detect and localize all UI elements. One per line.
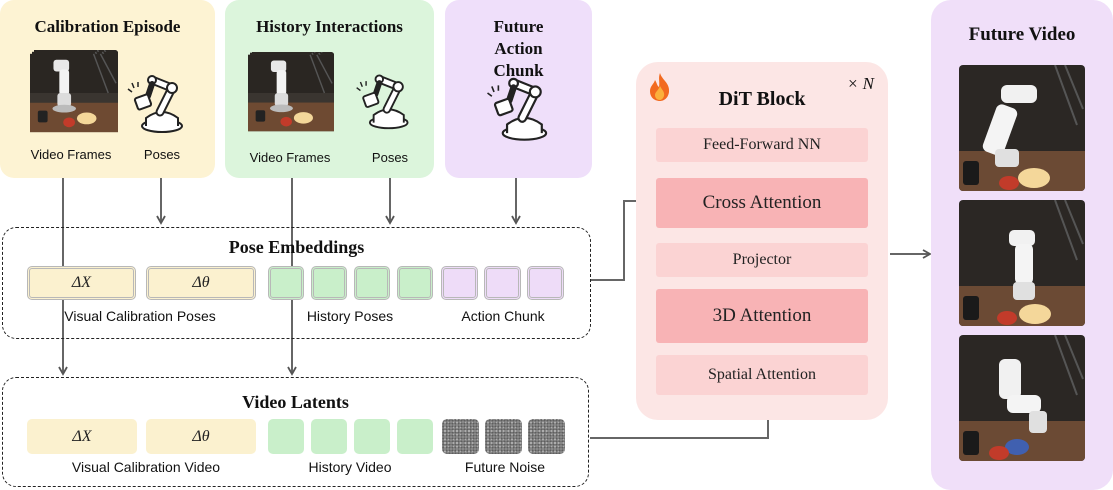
pose-embeddings-title: Pose Embeddings bbox=[228, 237, 365, 257]
history-pose-token bbox=[268, 266, 304, 300]
robot-arm-icon bbox=[481, 68, 557, 144]
video-latents-box: Video Latents bbox=[2, 377, 589, 487]
history-interactions-title: History Interactions bbox=[256, 17, 403, 36]
noise-token bbox=[485, 419, 522, 454]
history-video-token bbox=[268, 419, 304, 454]
calibration-video-token: ΔX bbox=[27, 419, 137, 454]
3d-attention-layer: 3D Attention bbox=[656, 289, 868, 343]
future-action-chunk-panel: Future Action Chunk bbox=[445, 0, 592, 178]
calibration-pose-token: ΔX bbox=[27, 266, 136, 300]
future-noise-label: Future Noise bbox=[464, 459, 546, 475]
calibration-video-token: Δθ bbox=[146, 419, 256, 454]
robot-arm-icon bbox=[351, 66, 417, 132]
noise-token bbox=[442, 419, 479, 454]
future-video-frame bbox=[959, 200, 1085, 326]
action-chunk-token bbox=[441, 266, 478, 300]
history-interactions-panel: History Interactions Video Frames Poses bbox=[225, 0, 434, 178]
action-chunk-token bbox=[527, 266, 564, 300]
history-video-label: History Video bbox=[308, 459, 392, 475]
history-video-frames bbox=[248, 52, 334, 134]
calibration-episode-title: Calibration Episode bbox=[34, 17, 181, 36]
calibration-video-frames-caption: Video Frames bbox=[30, 147, 112, 162]
calibration-poses-caption: Poses bbox=[143, 147, 181, 162]
action-chunk-label: Action Chunk bbox=[461, 308, 545, 324]
dit-block-title: DiT Block bbox=[718, 88, 806, 110]
dit-repeat-label: × N bbox=[846, 74, 874, 93]
action-chunk-token bbox=[484, 266, 521, 300]
history-video-frames-caption: Video Frames bbox=[249, 150, 331, 165]
visual-calibration-video-label: Visual Calibration Video bbox=[71, 459, 221, 475]
history-video-token bbox=[311, 419, 347, 454]
cross-attention-layer: Cross Attention bbox=[656, 178, 868, 228]
history-pose-token bbox=[354, 266, 390, 300]
calibration-episode-panel: Calibration Episode Video Frames Poses bbox=[0, 0, 215, 178]
feed-forward-layer: Feed-Forward NN bbox=[656, 128, 868, 162]
history-video-token bbox=[397, 419, 433, 454]
history-poses-caption: Poses bbox=[371, 150, 409, 165]
dit-block: DiT Block × N Feed-Forward NN Cross Atte… bbox=[636, 62, 888, 420]
robot-arm-icon bbox=[122, 66, 192, 136]
calibration-video-frames bbox=[30, 50, 118, 136]
future-video-frame bbox=[959, 335, 1085, 461]
visual-calibration-poses-label: Visual Calibration Poses bbox=[64, 308, 216, 324]
future-video-panel: Future Video bbox=[931, 0, 1113, 490]
history-pose-token bbox=[397, 266, 433, 300]
history-poses-label: History Poses bbox=[306, 308, 394, 324]
future-video-frame bbox=[959, 65, 1085, 191]
spatial-attention-layer: Spatial Attention bbox=[656, 355, 868, 395]
fire-icon bbox=[650, 73, 670, 101]
noise-token bbox=[528, 419, 565, 454]
future-video-title: Future Video bbox=[968, 24, 1076, 45]
future-action-chunk-title: Future Action Chunk bbox=[493, 17, 544, 80]
pose-embeddings-box: Pose Embeddings bbox=[2, 227, 591, 339]
history-pose-token bbox=[311, 266, 347, 300]
projector-layer: Projector bbox=[656, 243, 868, 277]
history-video-token bbox=[354, 419, 390, 454]
calibration-pose-token: Δθ bbox=[146, 266, 256, 300]
video-latents-title: Video Latents bbox=[242, 392, 349, 412]
